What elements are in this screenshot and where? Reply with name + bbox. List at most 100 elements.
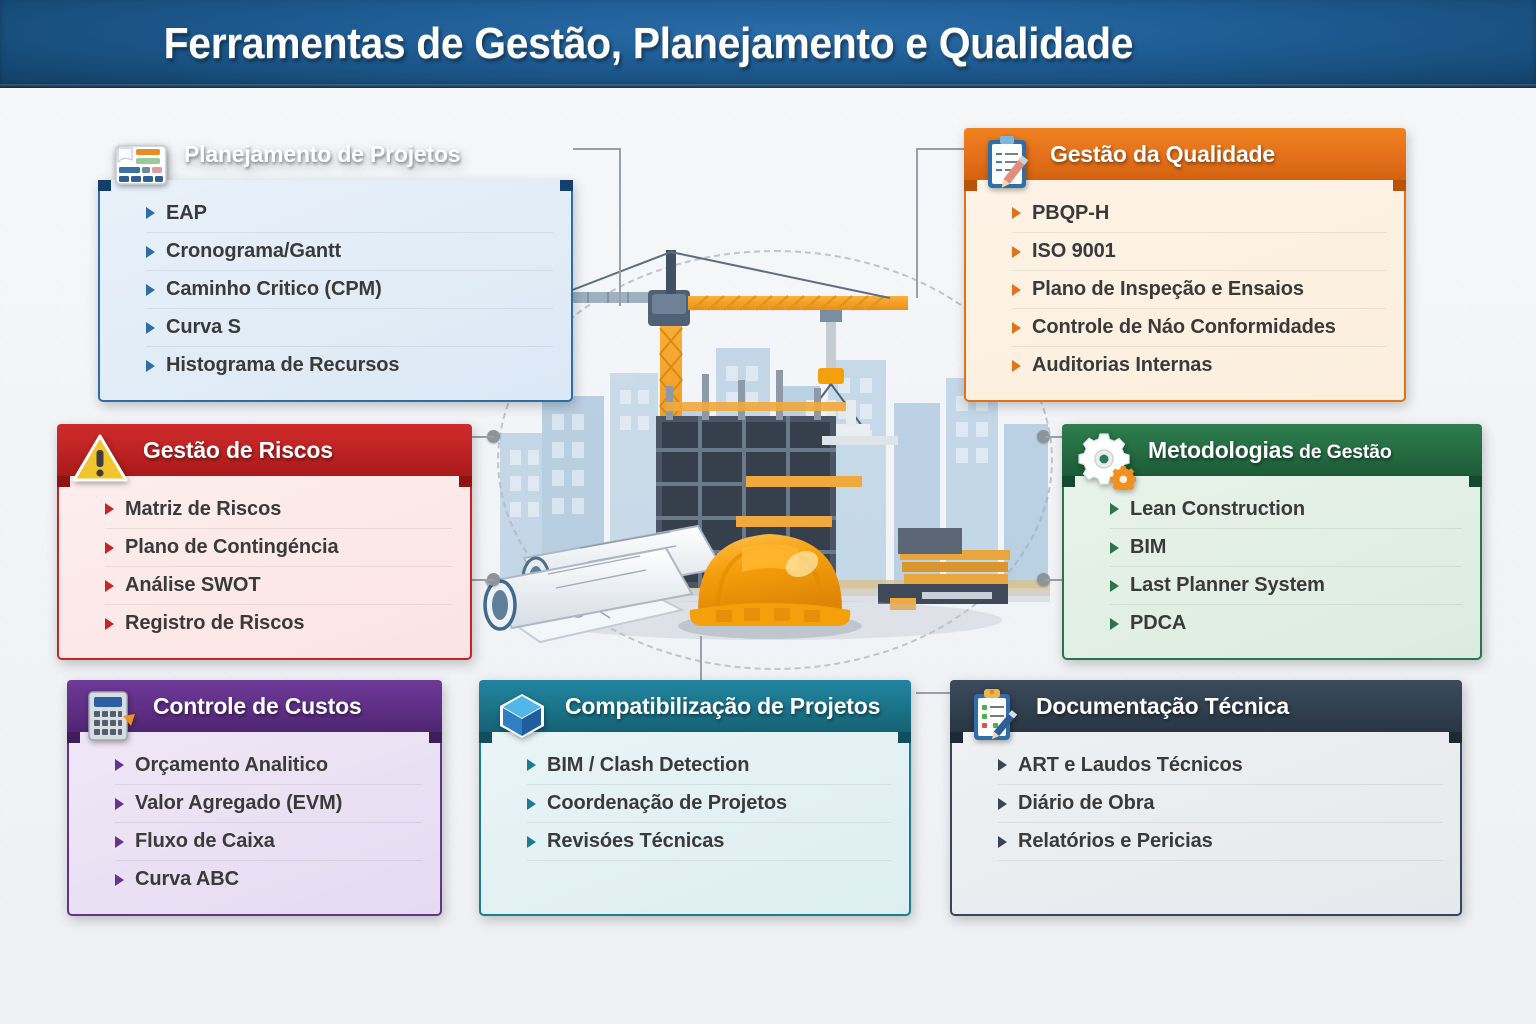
list-item[interactable]: Caminho Critico (CPM) (146, 270, 553, 308)
bullet-triangle-icon (105, 541, 114, 554)
bullet-triangle-icon (527, 835, 536, 848)
card-gestao-da-qualidade[interactable]: Gestão da Qualidade PBQP-H ISO 9001 Plan… (964, 128, 1406, 402)
card-title: Planejamento de Projetos (184, 140, 461, 167)
bullet-triangle-icon (146, 207, 155, 219)
card-controle-de-custos[interactable]: Controle de Custos Orçamento Analitico V… (67, 680, 442, 916)
connector-dot-methods-2 (1037, 430, 1050, 443)
bullet-triangle-icon (115, 797, 124, 810)
card-documentacao-tecnica[interactable]: Documentação Técnica ART e Laudos Técnic… (950, 680, 1462, 916)
list-item[interactable]: Coordenação de Projetos (527, 784, 891, 822)
calculator-icon (79, 684, 141, 746)
list-item[interactable]: Fluxo de Caixa (115, 822, 422, 860)
dashed-circle-decoration (497, 250, 1053, 670)
bullet-triangle-icon (146, 283, 155, 296)
bullet-triangle-icon (115, 835, 124, 848)
connector-risks (472, 436, 494, 438)
bullet-triangle-icon (1110, 503, 1119, 515)
list-item[interactable]: BIM / Clash Detection (527, 746, 891, 784)
list-item[interactable]: Cronograma/Gantt (146, 232, 553, 270)
card-metodologias-de-gestao[interactable]: Metodologias de Gestão Lean Construction… (1062, 424, 1482, 660)
list-item[interactable]: Valor Agregado (EVM) (115, 784, 422, 822)
list-item-spacer (998, 860, 1442, 898)
bullet-triangle-icon (105, 579, 114, 592)
construction-site-illustration (470, 228, 1070, 678)
page-title: Ferramentas de Gestão, Planejamento e Qu… (163, 19, 1134, 68)
bullet-triangle-icon (527, 797, 536, 810)
card-compatibilizacao-de-projetos[interactable]: Compatibilização de Projetos BIM / Clash… (479, 680, 911, 916)
connector-docs (916, 692, 954, 694)
connector-compat-up (700, 636, 702, 682)
bullet-triangle-icon (1110, 541, 1119, 554)
card-title: Gestão de Riscos (143, 436, 333, 463)
bullet-triangle-icon (146, 321, 155, 334)
gantt-chart-icon (110, 132, 172, 194)
card-body: ART e Laudos Técnicos Diário de Obra Rel… (950, 732, 1462, 916)
bullet-triangle-icon (998, 759, 1007, 771)
list-item[interactable]: ART e Laudos Técnicos (998, 746, 1442, 784)
bullet-triangle-icon (105, 503, 114, 515)
header-banner: Ferramentas de Gestão, Planejamento e Qu… (0, 0, 1536, 88)
list-item[interactable]: Plano de Inspeção e Ensaios (1012, 270, 1386, 308)
bullet-triangle-icon (1012, 359, 1021, 372)
list-item[interactable]: Orçamento Analitico (115, 746, 422, 784)
clipboard-checklist-pencil-icon (976, 132, 1038, 194)
list-item[interactable]: Diário de Obra (998, 784, 1442, 822)
card-header: Controle de Custos (67, 680, 442, 743)
card-title: Metodologias de Gestão (1148, 436, 1392, 463)
connector-planning-down (619, 148, 621, 306)
card-body: Matriz de Riscos Plano de Contingéncia A… (57, 476, 472, 660)
list-item[interactable]: Last Planner System (1110, 566, 1462, 604)
list-item[interactable]: Matriz de Riscos (105, 490, 452, 528)
connector-planning (573, 148, 621, 150)
connector-methods (1045, 579, 1067, 581)
connector-quality-down (916, 148, 918, 298)
card-header: Gestão de Riscos (57, 424, 472, 487)
card-planejamento-de-projetos[interactable]: Planejamento de Projetos EAP Cronograma/… (98, 128, 573, 402)
card-title: Compatibilização de Projetos (565, 692, 881, 719)
list-item[interactable]: Relatórios e Pericias (998, 822, 1442, 860)
list-item[interactable]: Revisóes Técnicas (527, 822, 891, 860)
bullet-triangle-icon (1012, 283, 1021, 296)
bullet-triangle-icon (115, 873, 124, 886)
card-gestao-de-riscos[interactable]: Gestão de Riscos Matriz de Riscos Plano … (57, 424, 472, 660)
list-item[interactable]: Histograma de Recursos (146, 346, 553, 384)
bullet-triangle-icon (1012, 321, 1021, 334)
3d-cube-icon (491, 684, 553, 746)
card-body: Lean Construction BIM Last Planner Syste… (1062, 476, 1482, 660)
list-item[interactable]: Controle de Náo Conformidades (1012, 308, 1386, 346)
list-item[interactable]: Curva ABC (115, 860, 422, 898)
card-title: Gestão da Qualidade (1050, 140, 1275, 167)
list-item[interactable]: Lean Construction (1110, 490, 1462, 528)
bullet-triangle-icon (115, 759, 124, 771)
card-header: Documentação Técnica (950, 680, 1462, 743)
list-item[interactable]: Auditorias Internas (1012, 346, 1386, 384)
bullet-triangle-icon (998, 797, 1007, 810)
connector-quality (916, 148, 964, 150)
connector-risks-2 (472, 579, 494, 581)
connector-dot-methods (1037, 573, 1050, 586)
bullet-triangle-icon (1012, 207, 1021, 219)
list-item[interactable]: EAP (146, 194, 553, 232)
card-body: Orçamento Analitico Valor Agregado (EVM)… (67, 732, 442, 916)
card-title: Documentação Técnica (1036, 692, 1289, 719)
bullet-triangle-icon (1110, 617, 1119, 630)
card-header: Planejamento de Projetos (98, 128, 573, 191)
bullet-triangle-icon (1012, 245, 1021, 258)
card-header: Metodologias de Gestão (1062, 424, 1482, 493)
card-header: Compatibilização de Projetos (479, 680, 911, 743)
gears-icon (1074, 428, 1137, 493)
card-header: Gestão da Qualidade (964, 128, 1406, 191)
card-body: PBQP-H ISO 9001 Plano de Inspeção e Ensa… (964, 180, 1406, 402)
list-item[interactable]: ISO 9001 (1012, 232, 1386, 270)
list-item[interactable]: Análise SWOT (105, 566, 452, 604)
list-item[interactable]: PBQP-H (1012, 194, 1386, 232)
list-item[interactable]: Plano de Contingéncia (105, 528, 452, 566)
list-item[interactable]: PDCA (1110, 604, 1462, 642)
list-item[interactable]: Curva S (146, 308, 553, 346)
list-item[interactable]: BIM (1110, 528, 1462, 566)
bullet-triangle-icon (1110, 579, 1119, 592)
bullet-triangle-icon (998, 835, 1007, 848)
list-item[interactable]: Registro de Riscos (105, 604, 452, 642)
list-item-spacer (527, 860, 891, 898)
bullet-triangle-icon (105, 617, 114, 630)
